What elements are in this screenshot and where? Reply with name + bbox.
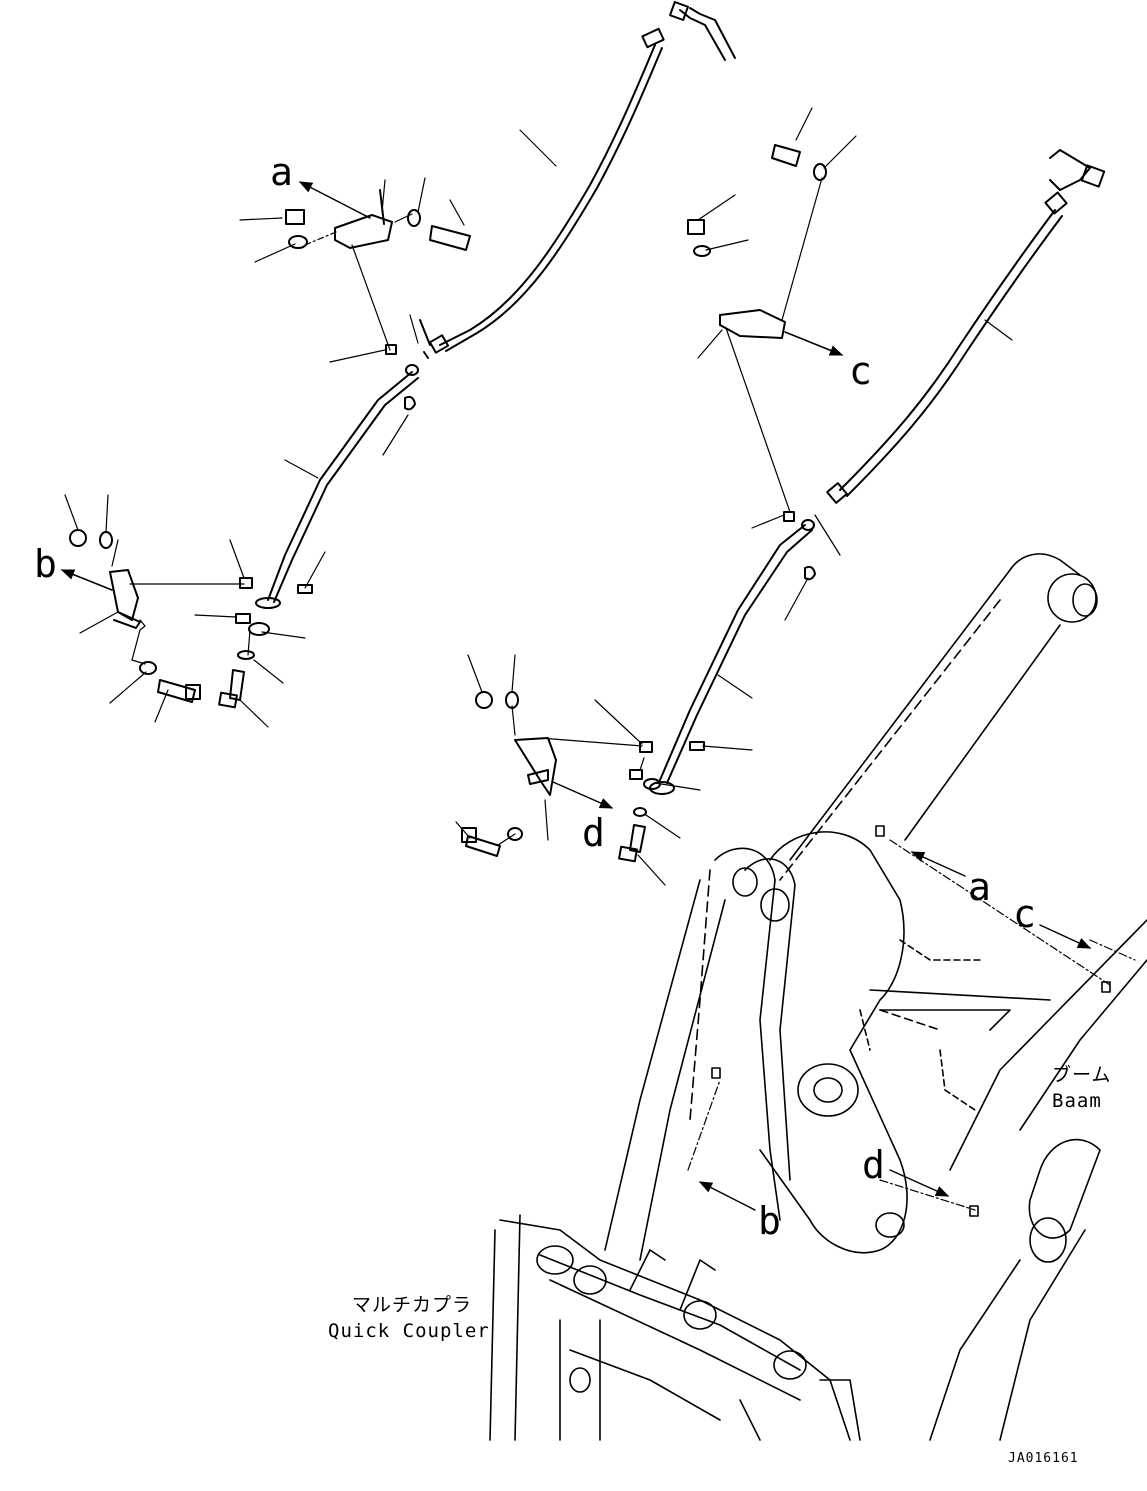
callout-d-boom: d bbox=[862, 1143, 885, 1187]
callout-c-boom: c bbox=[1013, 892, 1036, 936]
drawing-id: JA016161 bbox=[1008, 1451, 1079, 1466]
callout-a-boom: a bbox=[968, 865, 991, 909]
right-hose-assembly bbox=[461, 144, 1106, 863]
callout-b-upper: b bbox=[34, 542, 57, 586]
right-leader-lines bbox=[455, 107, 1013, 886]
boom-arrows bbox=[698, 851, 1092, 1211]
callout-d-upper: d bbox=[582, 811, 605, 855]
boom-label-jp: ブーム bbox=[1052, 1064, 1112, 1086]
left-leader-lines bbox=[64, 129, 557, 728]
callout-a-upper: a bbox=[270, 150, 293, 194]
boom-outline bbox=[489, 553, 1147, 1441]
callout-b-boom: b bbox=[758, 1199, 781, 1243]
boom-label-en: Baam bbox=[1052, 1090, 1102, 1112]
left-arrows bbox=[60, 181, 371, 591]
coupler-label-en: Quick Coupler bbox=[328, 1320, 490, 1342]
right-arrows bbox=[552, 331, 844, 809]
callout-c-upper: c bbox=[849, 349, 872, 393]
coupler-label-jp: マルチカプラ bbox=[352, 1294, 473, 1316]
left-hose-assembly bbox=[69, 1, 736, 709]
